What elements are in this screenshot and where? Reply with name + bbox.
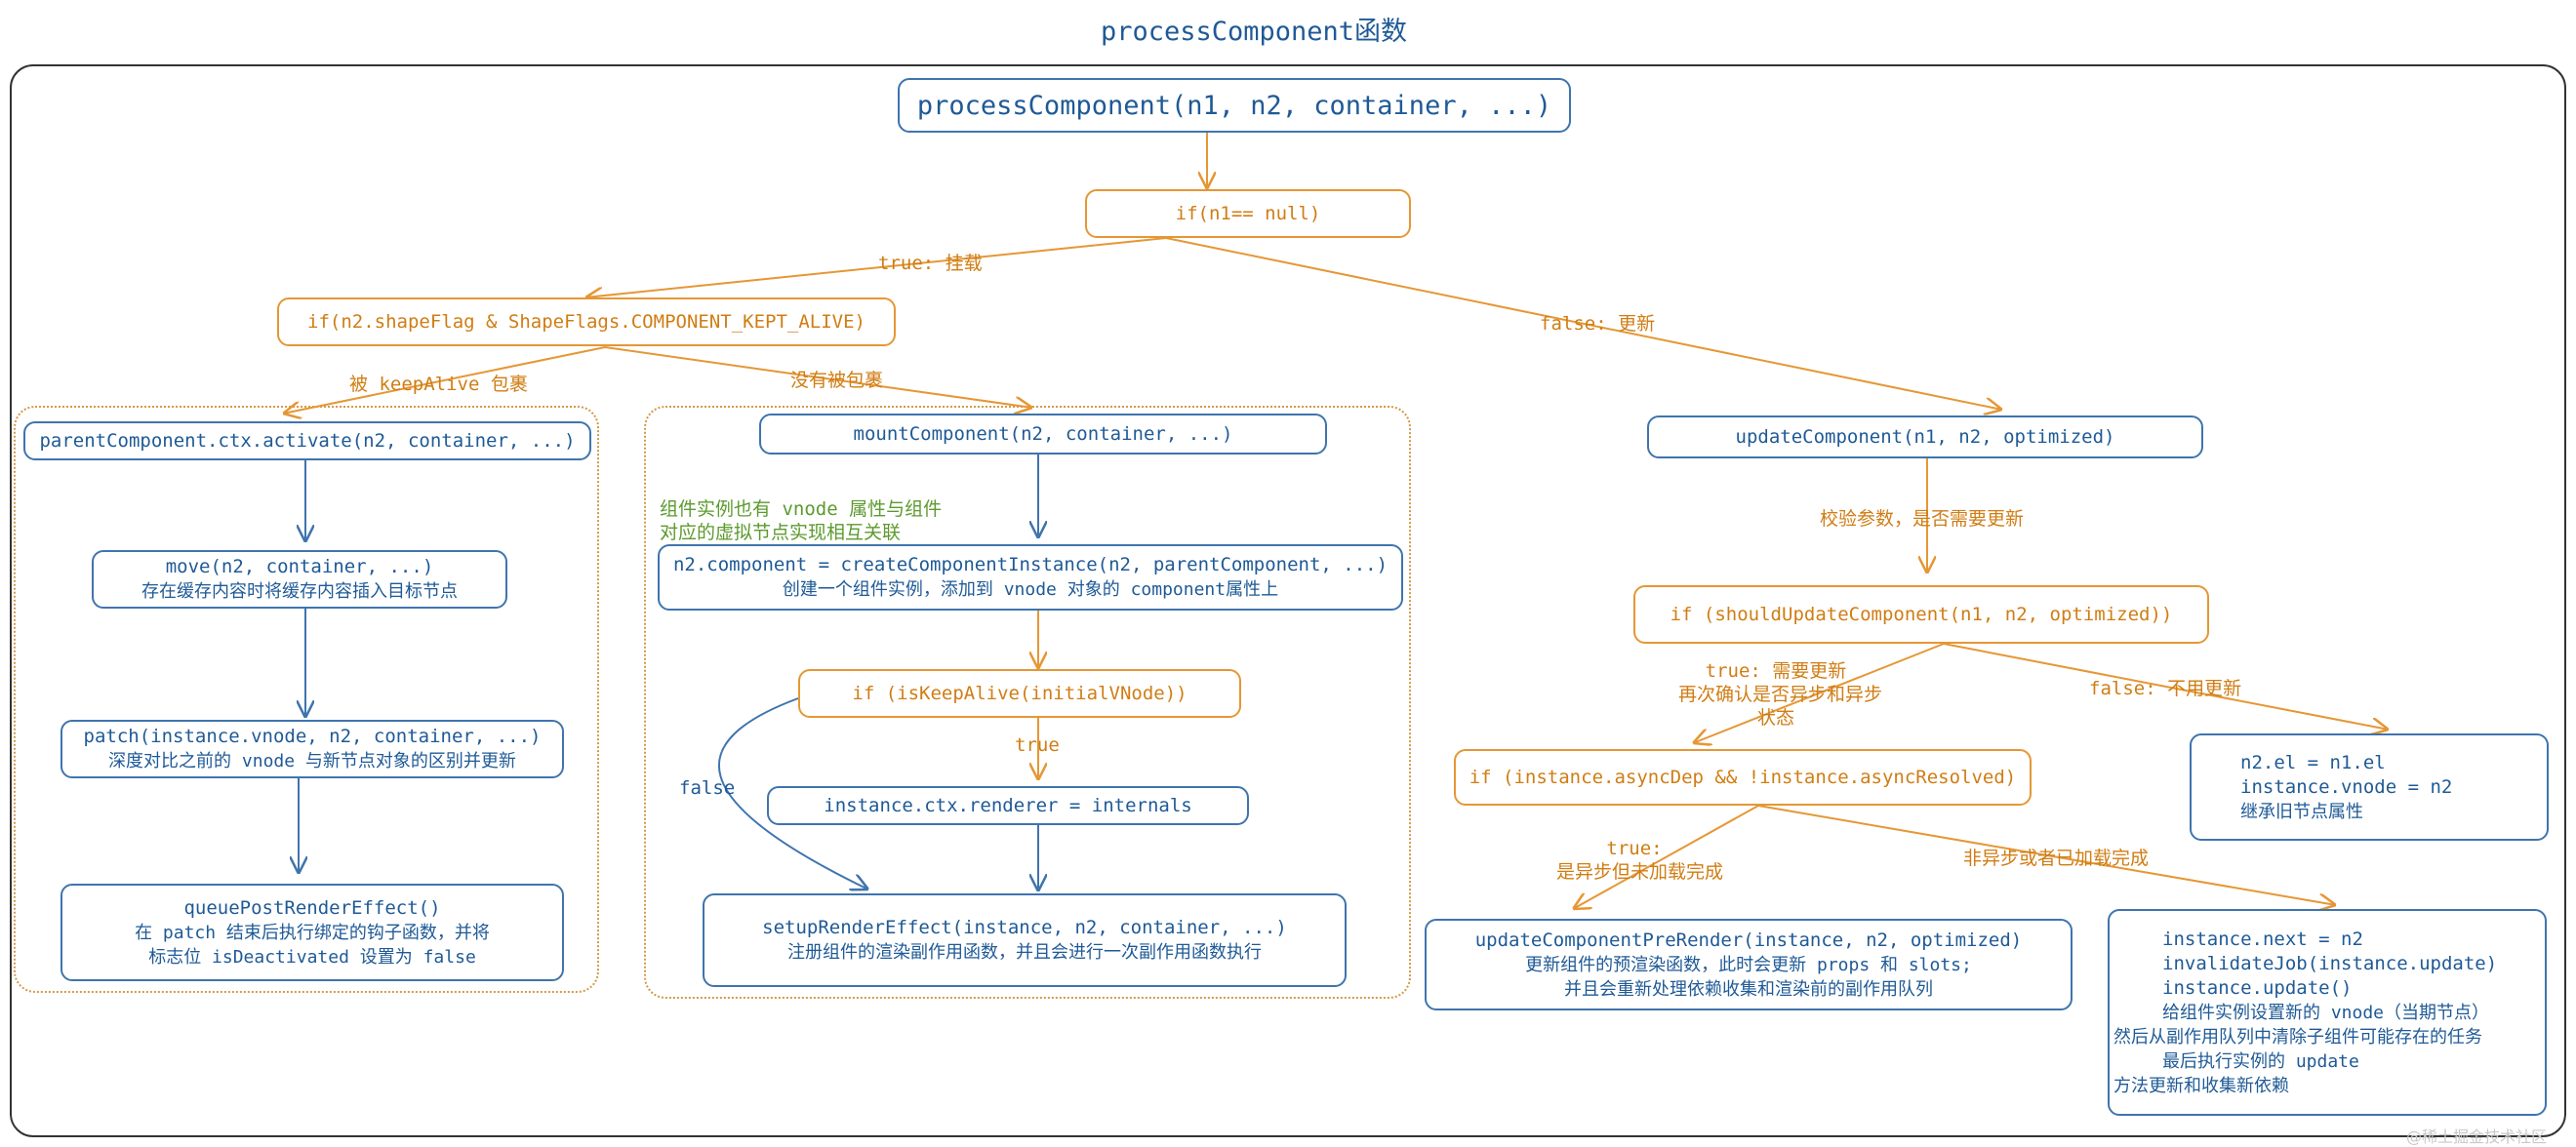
no-update-line1: n2.el = n1.el [2240, 751, 2386, 773]
label-keepalive-true: true [1015, 734, 1060, 756]
next-update-line6: 最后执行实例的 update [2162, 1050, 2359, 1072]
pre-render-desc2: 并且会重新处理依赖收集和渲染前的副作用队列 [1564, 978, 1933, 1000]
async-true-line2: 是异步但未加载完成 [1556, 861, 1724, 883]
async-dep-code: if (instance.asyncDep && !instance.async… [1469, 766, 2017, 788]
label-false-update: false: 更新 [1540, 313, 1656, 335]
no-update-line2: instance.vnode = n2 [2240, 775, 2453, 798]
edge-true-mount [585, 237, 1167, 297]
label-vnode-note: 组件实例也有 vnode 属性与组件 对应的虚拟节点实现相互关联 [660, 497, 942, 544]
label-async-else: 非异步或者已加载完成 [1963, 848, 2150, 869]
edge-not-kept [604, 346, 1032, 408]
keepalive-region [14, 406, 599, 993]
should-update-code: if (shouldUpdateComponent(n1, n2, optimi… [1670, 603, 2173, 625]
pre-render-code: updateComponentPreRender(instance, n2, o… [1474, 929, 2023, 951]
mount-code: mountComponent(n2, container, ...) [853, 422, 1233, 445]
node-renderer: instance.ctx.renderer = internals [767, 786, 1249, 825]
node-should-update: if (shouldUpdateComponent(n1, n2, optimi… [1633, 585, 2209, 644]
next-update-line5: 然后从副作用队列中清除子组件可能存在的任务 [2113, 1026, 2482, 1048]
patch-desc: 深度对比之前的 vnode 与新节点对象的区别并更新 [108, 751, 516, 771]
next-update-line4: 给组件实例设置新的 vnode（当期节点） [2162, 1002, 2490, 1023]
label-need-update: true: 需要更新 再次确认是否异步和异步 状态 [1678, 659, 1883, 730]
node-create-instance: n2.component = createComponentInstance(n… [658, 544, 1403, 611]
queue-post-desc2: 标志位 isDeactivated 设置为 false [148, 946, 476, 968]
edge-false-update [1165, 237, 2002, 410]
label-kept: 被 keepAlive 包裹 [349, 374, 528, 395]
label-async-true: true: 是异步但未加载完成 [1556, 837, 1724, 884]
async-true-line1: true: [1606, 838, 1663, 859]
watermark: @稀土掘金技术社区 [2405, 1127, 2547, 1146]
label-true-mount: true: 挂载 [878, 253, 983, 274]
vnode-note-line2: 对应的虚拟节点实现相互关联 [660, 522, 902, 543]
if-n1-null-code: if(n1== null) [1175, 202, 1321, 224]
node-queue-post: queuePostRenderEffect() 在 patch 结束后执行绑定的… [60, 884, 564, 981]
edge-no-need [1943, 643, 2389, 730]
node-patch: patch(instance.vnode, n2, container, ...… [60, 720, 564, 778]
patch-code: patch(instance.vnode, n2, container, ...… [83, 726, 542, 747]
node-next-update: instance.next = n2 invalidateJob(instanc… [2108, 909, 2547, 1116]
if-keepalive-code: if (isKeepAlive(initialVNode)) [852, 682, 1187, 704]
diagram-title: processComponent函数 [1100, 17, 1408, 47]
node-async-dep: if (instance.asyncDep && !instance.async… [1454, 749, 2032, 806]
if-kept-alive-code: if(n2.shapeFlag & ShapeFlags.COMPONENT_K… [307, 310, 865, 333]
queue-post-code: queuePostRenderEffect() [183, 896, 441, 919]
setup-render-code: setupRenderEffect(instance, n2, containe… [762, 917, 1287, 938]
pre-render-desc1: 更新组件的预渲染函数，此时会更新 props 和 slots; [1525, 954, 1972, 975]
node-activate: parentComponent.ctx.activate(n2, contain… [23, 421, 591, 460]
update-component-code: updateComponent(n1, n2, optimized) [1735, 425, 2115, 448]
node-move: move(n2, container, ...) 存在缓存内容时将缓存内容插入目… [92, 550, 507, 609]
next-update-line7: 方法更新和收集新依赖 [2113, 1075, 2289, 1096]
node-no-update: n2.el = n1.el instance.vnode = n2 继承旧节点属… [2190, 733, 2549, 841]
next-update-line2: invalidateJob(instance.update) [2162, 952, 2498, 974]
label-no-need: false: 不用更新 [2089, 678, 2242, 699]
node-if-keepalive: if (isKeepAlive(initialVNode)) [798, 669, 1241, 718]
no-update-line3: 继承旧节点属性 [2240, 801, 2363, 822]
edge-keepalive-false [717, 697, 868, 890]
label-check-params: 校验参数，是否需要更新 [1820, 508, 2025, 530]
edge-async-true [1573, 805, 1759, 909]
label-not-kept: 没有被包裹 [790, 370, 884, 391]
outer-frame [10, 64, 2566, 1137]
activate-code: parentComponent.ctx.activate(n2, contain… [39, 429, 576, 452]
create-instance-code: n2.component = createComponentInstance(n… [672, 554, 1389, 575]
vnode-note-line1: 组件实例也有 vnode 属性与组件 [660, 498, 943, 520]
label-keepalive-false: false [679, 777, 736, 799]
node-if-kept-alive: if(n2.shapeFlag & ShapeFlags.COMPONENT_K… [277, 297, 896, 346]
need-update-line2: 再次确认是否异步和异步 [1678, 684, 1883, 705]
next-update-line1: instance.next = n2 [2162, 928, 2363, 950]
create-instance-desc: 创建一个组件实例，添加到 vnode 对象的 component属性上 [782, 579, 1279, 600]
need-update-line1: true: 需要更新 [1705, 660, 1847, 682]
node-if-n1-null: if(n1== null) [1085, 189, 1411, 238]
node-mount: mountComponent(n2, container, ...) [759, 414, 1327, 455]
process-component-code: processComponent(n1, n2, container, ...) [916, 90, 1552, 121]
node-pre-render: updateComponentPreRender(instance, n2, o… [1425, 919, 2073, 1010]
node-process-component: processComponent(n1, n2, container, ...) [898, 78, 1571, 133]
renderer-code: instance.ctx.renderer = internals [824, 794, 1192, 816]
queue-post-desc1: 在 patch 结束后执行绑定的钩子函数，并将 [135, 922, 490, 943]
setup-render-desc: 注册组件的渲染副作用函数，并且会进行一次副作用函数执行 [787, 942, 1262, 963]
node-update-component: updateComponent(n1, n2, optimized) [1647, 415, 2203, 458]
edge-kept [283, 346, 606, 414]
next-update-line3: instance.update() [2162, 976, 2353, 999]
edge-async-else [1757, 805, 2336, 905]
move-code: move(n2, container, ...) [165, 556, 434, 577]
edge-need-update [1693, 643, 1945, 743]
move-desc: 存在缓存内容时将缓存内容插入目标节点 [141, 581, 458, 602]
need-update-line3: 状态 [1756, 707, 1794, 729]
node-setup-render: setupRenderEffect(instance, n2, containe… [703, 893, 1347, 987]
